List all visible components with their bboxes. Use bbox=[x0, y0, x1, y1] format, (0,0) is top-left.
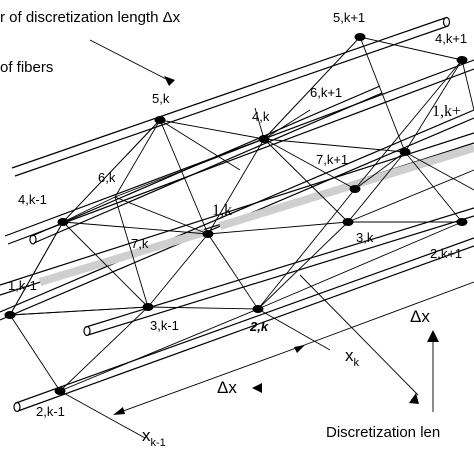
node-7-k1 bbox=[349, 185, 361, 193]
label-4-km1: 4,k-1 bbox=[18, 192, 47, 207]
xk1-label: xk-1 bbox=[142, 426, 166, 449]
pointer-arrowhead-bottom bbox=[409, 393, 419, 404]
node-1-k1 bbox=[399, 148, 411, 156]
dimension-arrowhead-mid bbox=[294, 345, 305, 353]
pointer-arrowhead-dx-right bbox=[427, 330, 439, 342]
label-2-k: 2,k bbox=[249, 319, 269, 334]
fiber-6 bbox=[29, 85, 383, 245]
delta-x-bottom: Δx bbox=[217, 378, 237, 397]
node-5-k bbox=[154, 116, 166, 124]
discretization-caption: Discretization len bbox=[326, 424, 440, 441]
pointer-arrowhead-top bbox=[164, 76, 175, 86]
dimension-arrows bbox=[113, 76, 439, 415]
xk-letter: x bbox=[345, 346, 354, 365]
label-3-km1: 3,k-1 bbox=[150, 318, 179, 333]
node-5-k1 bbox=[354, 33, 366, 41]
label-6-k: 6,k bbox=[98, 170, 116, 185]
delta-x-right: Δx bbox=[410, 307, 430, 326]
fiber-7-shading bbox=[38, 144, 474, 286]
xk-subscript: k bbox=[354, 357, 360, 369]
xk1-subscript: k-1 bbox=[151, 437, 166, 449]
node-1-k bbox=[202, 230, 214, 238]
label-1-km1: 1,k-1 bbox=[8, 278, 37, 293]
node-4-k bbox=[258, 135, 270, 143]
xk-label: xk bbox=[345, 346, 360, 369]
node-3-km1 bbox=[142, 303, 154, 311]
top-caption: r of discretization length Δx bbox=[0, 9, 181, 26]
node-3-k bbox=[342, 218, 354, 226]
label-5-k: 5,k bbox=[152, 91, 170, 106]
node-4-k1 bbox=[456, 56, 468, 64]
fibers bbox=[0, 16, 474, 413]
label-4-k: 4,k bbox=[252, 109, 270, 124]
label-2-km1: 2,k-1 bbox=[36, 404, 65, 419]
label-7-k1: 7,k+1 bbox=[316, 152, 348, 167]
fiber-4 bbox=[4, 59, 474, 245]
xk1-letter: x bbox=[142, 426, 151, 445]
dimension-arrowhead-left bbox=[113, 407, 125, 415]
dimension-lines bbox=[59, 281, 474, 439]
fiber-2 bbox=[13, 237, 474, 413]
label-6-k1: 6,k+1 bbox=[310, 85, 342, 100]
fiber-5 bbox=[11, 16, 451, 177]
label-7-k: 7,k bbox=[131, 236, 149, 251]
connection-lines bbox=[9, 36, 474, 392]
label-3-k: 3,k bbox=[356, 230, 374, 245]
pointer-arrowhead-dx bbox=[252, 383, 262, 393]
pointer-lines bbox=[89, 39, 434, 412]
label-1-k: 1,k bbox=[212, 202, 232, 219]
node-4-km1 bbox=[57, 218, 69, 226]
label-5-k1: 5,k+1 bbox=[333, 10, 365, 25]
nodes bbox=[4, 33, 468, 395]
label-4-k1: 4,k+1 bbox=[435, 31, 467, 46]
label-1-k1: 1,k+ bbox=[432, 103, 461, 120]
node-2-k1 bbox=[456, 218, 468, 226]
label-2-k1: 2,k+1 bbox=[430, 246, 462, 261]
node-1-km1 bbox=[4, 311, 16, 319]
fibers-caption: of fibers bbox=[0, 59, 53, 76]
